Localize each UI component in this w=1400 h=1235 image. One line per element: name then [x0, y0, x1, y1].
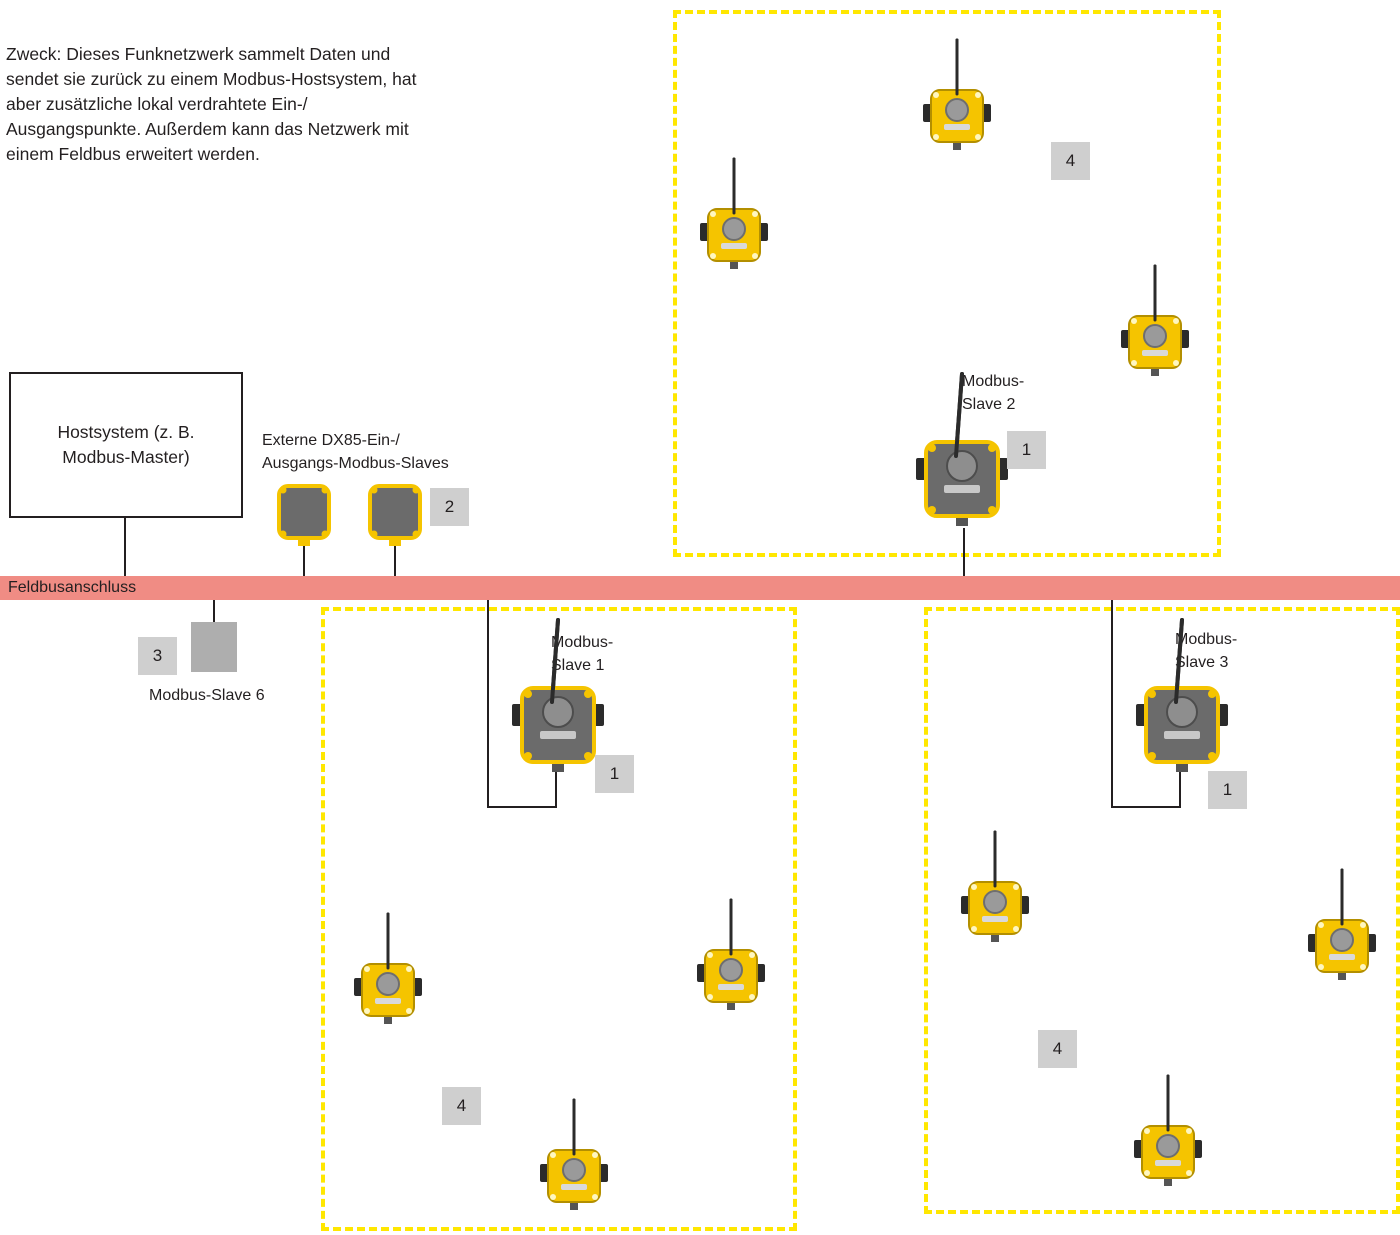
host-system-box: Hostsystem (z. B. Modbus-Master) — [9, 372, 243, 518]
external-io-slave-a — [273, 482, 335, 548]
wireless-node-br-1 — [955, 828, 1035, 948]
wireless-node-top-3 — [1115, 262, 1195, 382]
wireless-node-br-2 — [1302, 866, 1382, 986]
purpose-description: Zweck: Dieses Funknetzwerk sammelt Daten… — [6, 42, 446, 167]
modbus-slave-1-gateway — [508, 616, 608, 776]
slave-1-wire-down — [487, 600, 489, 808]
wireless-node-br-3 — [1128, 1072, 1208, 1192]
callout-external-slaves: 2 — [430, 488, 469, 526]
wireless-node-bl-2 — [691, 896, 771, 1016]
modbus-slave-3-gateway — [1132, 616, 1232, 776]
callout-zone-bottom-left: 4 — [442, 1087, 481, 1125]
external-io-slave-b — [364, 482, 426, 548]
slave-2-wire — [963, 528, 965, 576]
ext-slave-b-wire — [394, 546, 396, 576]
slave-3-wire-across — [1111, 806, 1181, 808]
fieldbus-label: Feldbusanschluss — [8, 579, 136, 597]
wireless-node-top-2 — [694, 155, 774, 275]
slave-6-wire — [213, 600, 215, 622]
modbus-slave-6-box — [191, 622, 237, 672]
modbus-slave-6-label: Modbus-Slave 6 — [149, 684, 265, 707]
callout-gateway-slave-2: 1 — [1007, 431, 1046, 469]
callout-gateway-slave-1: 1 — [595, 755, 634, 793]
fieldbus-line — [0, 576, 1400, 600]
ext-slave-a-wire — [303, 546, 305, 576]
host-wire — [124, 518, 126, 576]
wireless-node-top-1 — [917, 36, 997, 156]
wireless-node-bl-1 — [348, 910, 428, 1030]
external-slaves-label: Externe DX85-Ein-/ Ausgangs-Modbus-Slave… — [262, 429, 472, 475]
slave-3-wire-down — [1111, 600, 1113, 808]
wireless-node-bl-3 — [534, 1096, 614, 1216]
callout-gateway-slave-3: 1 — [1208, 771, 1247, 809]
callout-slave-6: 3 — [138, 637, 177, 675]
modbus-slave-2-gateway — [912, 370, 1012, 530]
host-system-label: Hostsystem (z. B. Modbus-Master) — [31, 420, 221, 470]
slave-1-wire-across — [487, 806, 557, 808]
callout-zone-bottom-right: 4 — [1038, 1030, 1077, 1068]
callout-zone-top: 4 — [1051, 142, 1090, 180]
